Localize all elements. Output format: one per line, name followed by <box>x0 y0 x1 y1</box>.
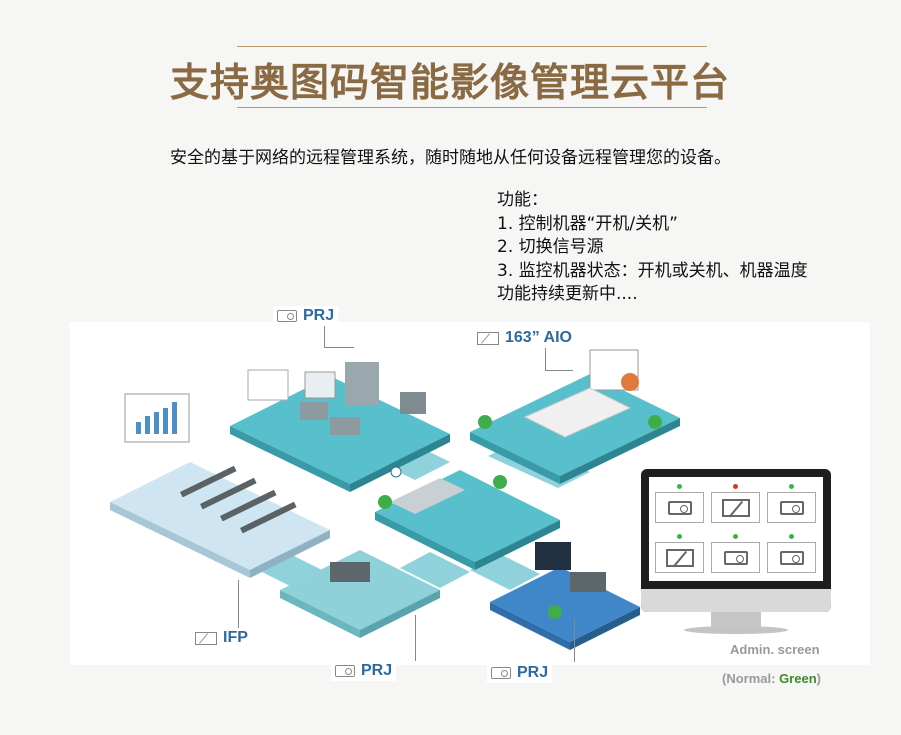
status-dot-red <box>733 484 738 489</box>
page-subtitle: 安全的基于网络的远程管理系统，随时随地从任何设备远程管理您的设备。 <box>170 148 731 168</box>
admin-monitor <box>641 469 831 612</box>
projector-icon <box>780 551 804 565</box>
device-tile[interactable] <box>711 542 760 573</box>
reception-desk <box>390 478 465 514</box>
leader-line <box>324 325 325 347</box>
feature-item: 2. 切换信号源 <box>497 237 604 257</box>
whiteboard <box>247 369 289 401</box>
walkway <box>400 552 470 588</box>
prj-label: PRJ <box>361 662 393 679</box>
prj-tag-bottom-right: PRJ <box>487 663 553 683</box>
status-legend-green: Green <box>779 671 817 686</box>
screen-icon <box>195 631 217 645</box>
leader-line <box>545 370 573 371</box>
status-dot-green <box>677 534 682 539</box>
window-panel <box>304 371 336 399</box>
screen-icon <box>722 499 750 517</box>
projector-icon <box>335 665 355 677</box>
aio-tag: 163” AIO <box>473 328 576 348</box>
admin-caption: Admin. screen <box>730 642 820 657</box>
cabinet <box>345 362 379 406</box>
feature-list: 功能： 1. 控制机器“开机/关机” 2. 切换信号源 3. 监控机器状态：开机… <box>497 189 808 307</box>
it-platform <box>490 567 640 642</box>
isometric-office-svg <box>110 349 680 650</box>
device-tile[interactable] <box>655 542 704 573</box>
desk <box>330 417 360 435</box>
page-title: 支持奥图码智能影像管理云平台 <box>169 61 730 106</box>
feature-footer: 功能持续更新中.... <box>497 284 638 304</box>
leader-line <box>415 615 416 661</box>
projector-icon <box>780 501 804 515</box>
ifp-label: IFP <box>223 629 248 646</box>
leader-line <box>574 618 575 662</box>
feature-item: 1. 控制机器“开机/关机” <box>497 213 678 234</box>
conference-table <box>523 387 632 438</box>
screen-icon <box>477 331 499 345</box>
plants <box>378 415 662 619</box>
clock-icon <box>390 466 402 478</box>
monitor-base <box>684 626 788 634</box>
projector-icon <box>724 551 748 565</box>
prj-tag-top: PRJ <box>273 306 339 326</box>
projector-icon <box>277 310 297 322</box>
admin-screen <box>649 477 823 581</box>
desk <box>570 572 606 592</box>
leader-line <box>545 346 546 370</box>
status-dot-green <box>677 484 682 489</box>
device-tile[interactable] <box>767 492 816 523</box>
prj-tag-bottom-left: PRJ <box>331 661 397 681</box>
desk <box>330 562 370 582</box>
display-screen <box>535 542 571 570</box>
student-rows <box>180 465 297 534</box>
leader-line <box>324 347 354 348</box>
monitor-chin <box>641 589 831 612</box>
projector-icon <box>491 667 511 679</box>
device-tile[interactable] <box>655 492 704 523</box>
feature-item: 3. 监控机器状态：开机或关机、机器温度 <box>497 260 808 281</box>
pie-chart-graphic <box>621 373 639 391</box>
title-top-rule <box>237 46 707 47</box>
title-bottom-rule <box>237 107 707 108</box>
prj-label: PRJ <box>303 307 335 324</box>
status-dot-green <box>733 534 738 539</box>
desk <box>300 402 328 420</box>
desk <box>400 392 426 414</box>
device-tile[interactable] <box>711 492 760 523</box>
prj-label: PRJ <box>517 664 549 681</box>
title-block: 支持奥图码智能影像管理云平台 <box>150 46 750 108</box>
monitor-stand <box>711 612 761 630</box>
status-legend: (Normal: Green) <box>722 671 821 686</box>
screen-icon <box>666 549 694 567</box>
reception-platform <box>375 470 560 562</box>
status-dot-green <box>789 534 794 539</box>
aio-label: 163” AIO <box>505 329 572 346</box>
leader-line <box>238 580 239 630</box>
device-tile[interactable] <box>767 542 816 573</box>
projector-icon <box>668 501 692 515</box>
ifp-tag: IFP <box>191 628 252 648</box>
feature-heading: 功能： <box>497 190 548 210</box>
status-dot-green <box>789 484 794 489</box>
